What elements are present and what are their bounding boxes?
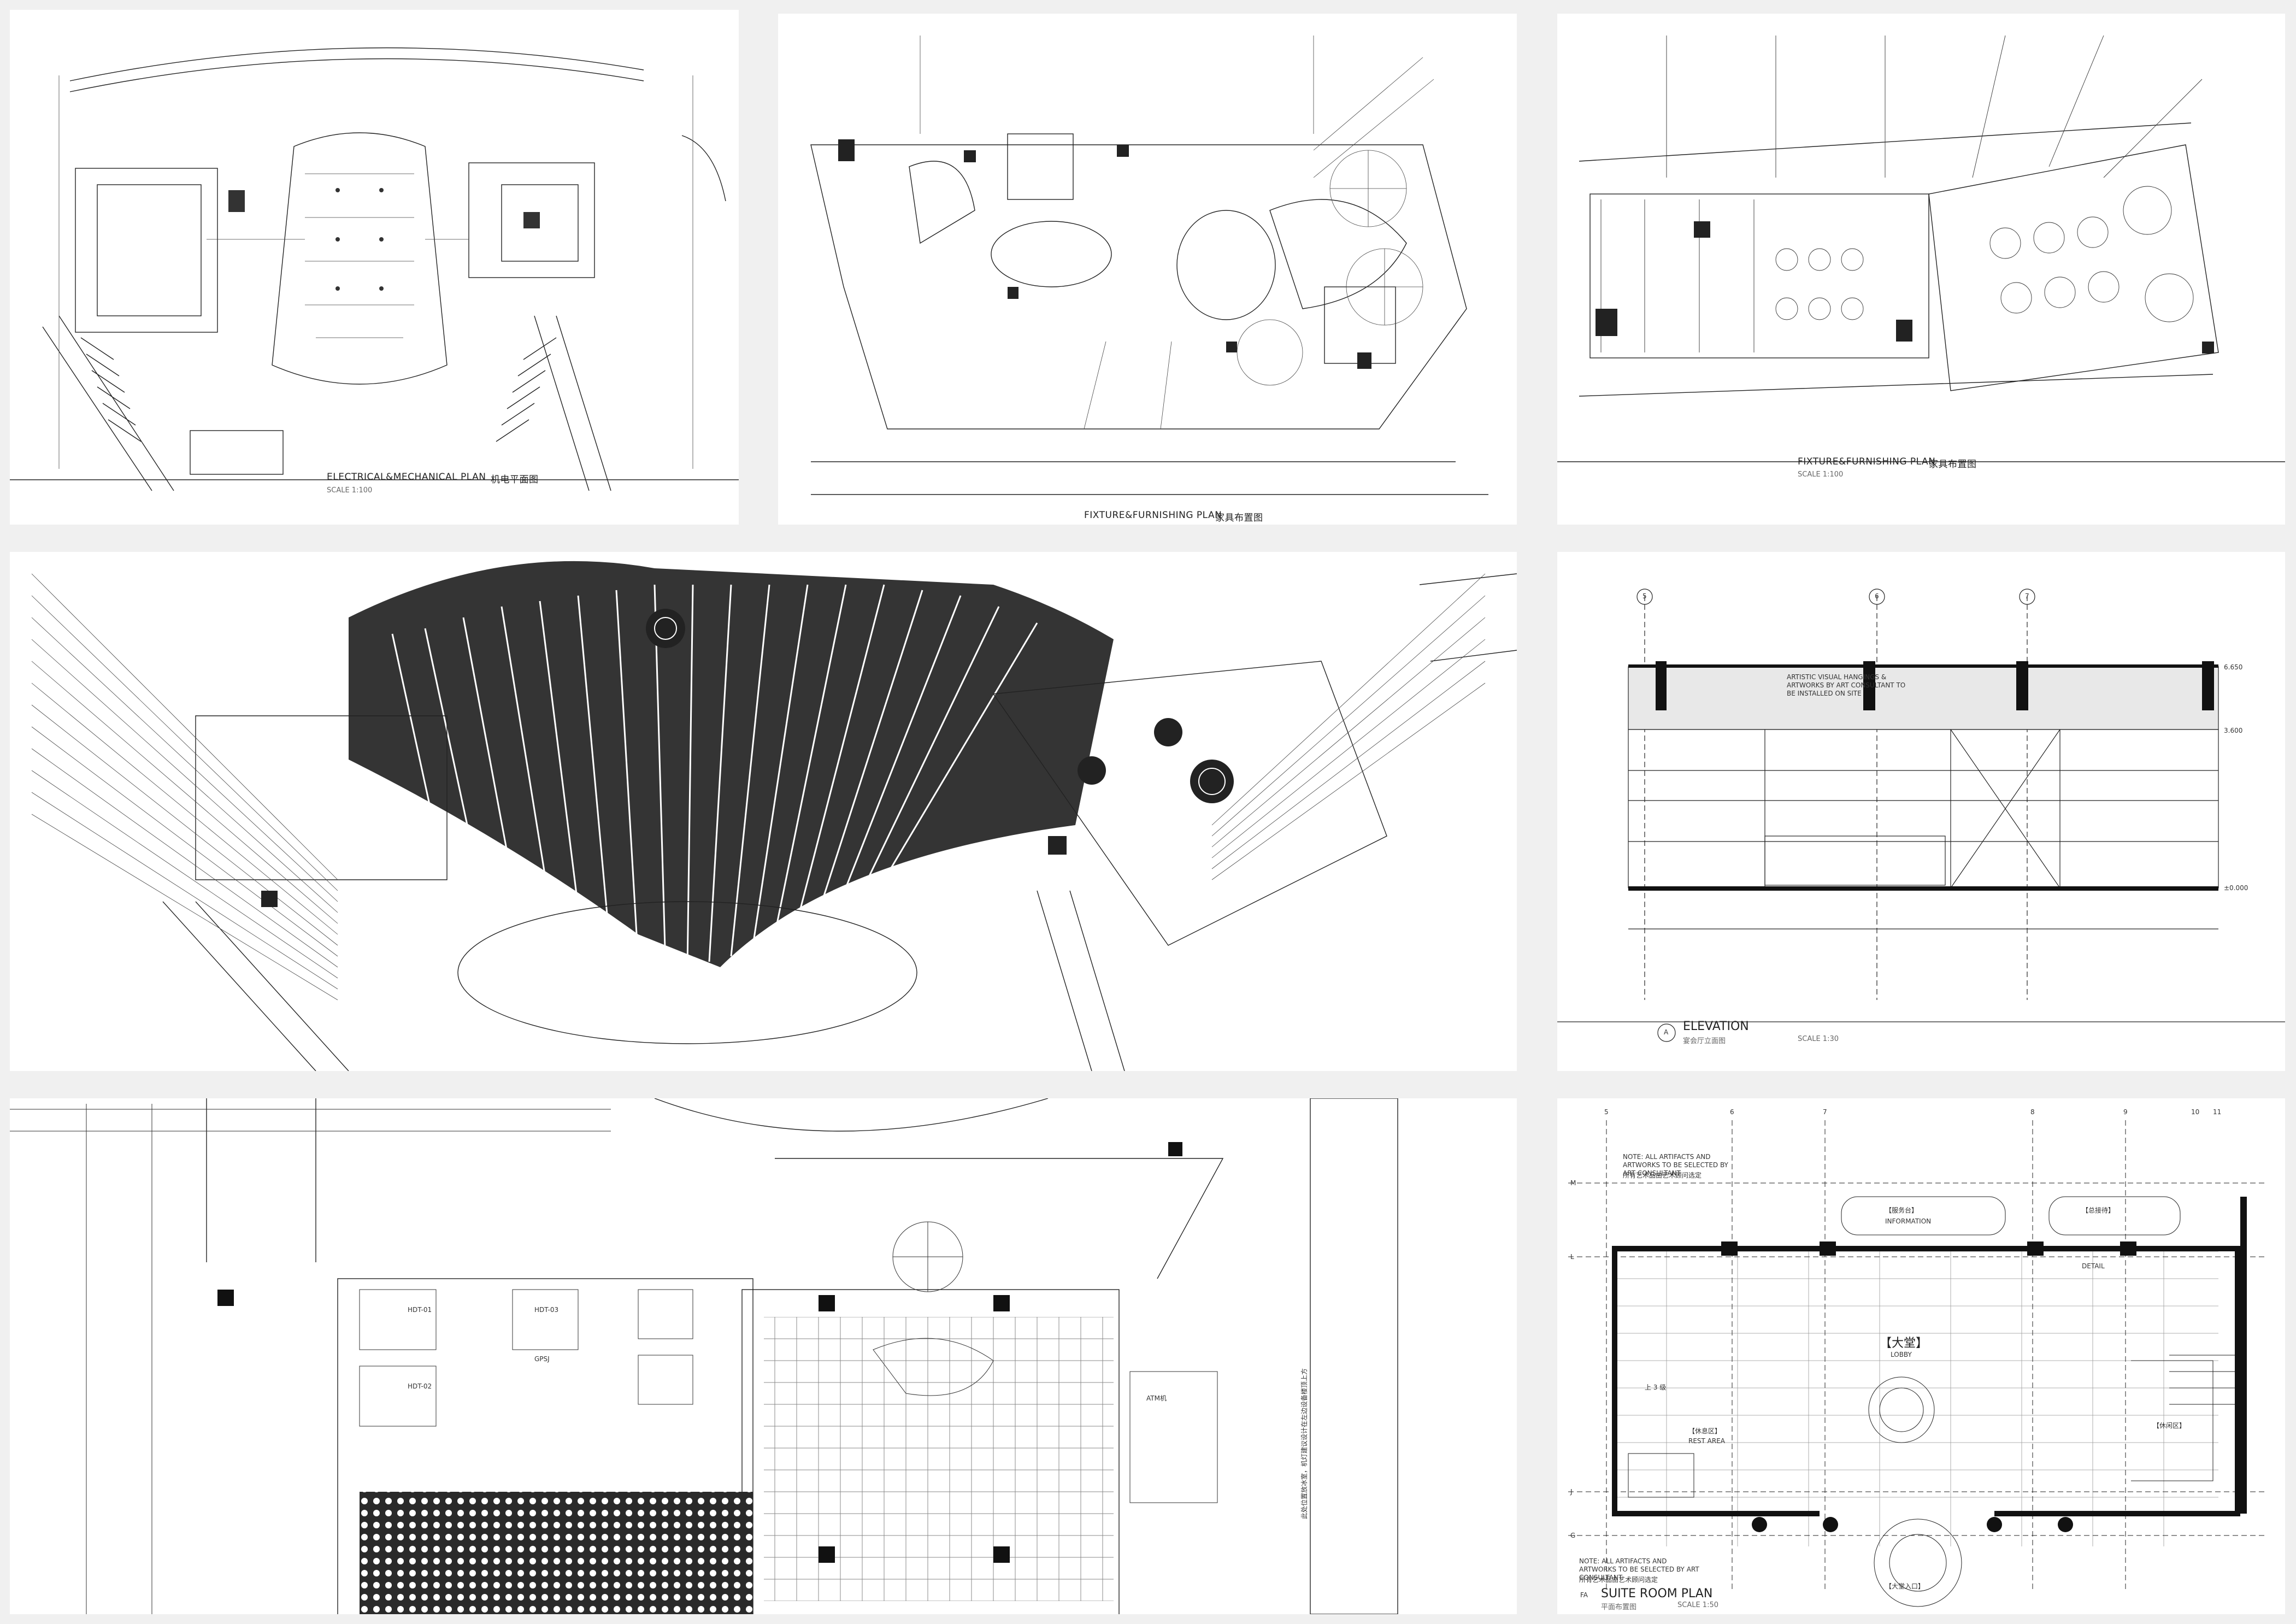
p7-grid-l: L bbox=[1570, 1253, 1574, 1261]
furnishing-plan-b-drawing bbox=[1557, 35, 2285, 462]
p3-caption-cn: 家具布置图 bbox=[1929, 459, 1977, 470]
p3-caption-en: FIXTURE&FURNISHING PLAN bbox=[1798, 456, 1936, 467]
p7-grid-11: 11 bbox=[2213, 1108, 2222, 1116]
panel-suite-room-plan: 5 6 7 8 9 10 11 M L J G NOTE: ALL ARTIFA… bbox=[1557, 1098, 2285, 1614]
p1-scale: SCALE 1:100 bbox=[327, 486, 373, 495]
p6-room-hdt03: HDT-03 bbox=[534, 1306, 559, 1314]
p2-caption-en: FIXTURE&FURNISHING PLAN bbox=[1084, 510, 1222, 521]
lobby-plan-drawing bbox=[10, 1098, 1398, 1614]
p5-section-marker: A bbox=[1664, 1028, 1669, 1036]
p7-room-rest-en: REST AREA bbox=[1688, 1437, 1726, 1445]
p7-room-info: INFORMATION bbox=[1885, 1217, 1932, 1225]
p5-grid-7: 7 bbox=[2025, 592, 2029, 600]
p7-steps: 上 3 级 bbox=[1645, 1384, 1667, 1391]
suite-room-plan-drawing bbox=[1568, 1120, 2268, 1607]
p6-room-hdt02: HDT-02 bbox=[408, 1382, 432, 1390]
p7-title-cn: 平面布置图 bbox=[1601, 1603, 1637, 1611]
p6-room-atm: ATM机 bbox=[1146, 1394, 1167, 1402]
p7-scale: SCALE 1:50 bbox=[1677, 1601, 1719, 1609]
p7-grid-7: 7 bbox=[1823, 1108, 1827, 1116]
p1-caption-cn: 机电平面图 bbox=[491, 474, 539, 485]
p7-room-lounge: 【休闲区】 bbox=[2153, 1422, 2186, 1429]
p6-note: 此处位置放冰室，机灯建议设计在左边设备楼顶上方 bbox=[1300, 1368, 1308, 1519]
p1-caption-en: ELECTRICAL&MECHANICAL PLAN bbox=[327, 472, 486, 483]
p5-title-en: ELEVATION bbox=[1683, 1020, 1749, 1033]
p7-plan-marker: FA bbox=[1580, 1591, 1588, 1599]
panel-furnishing-plan-b: FIXTURE&FURNISHING PLAN 家具布置图 SCALE 1:10… bbox=[1557, 14, 2285, 525]
p7-note-top: NOTE: ALL ARTIFACTS AND ARTWORKS TO BE S… bbox=[1623, 1153, 1728, 1177]
p7-grid-5: 5 bbox=[1604, 1108, 1609, 1116]
p3-scale: SCALE 1:100 bbox=[1798, 470, 1844, 479]
p7-title-en: SUITE ROOM PLAN bbox=[1601, 1587, 1713, 1601]
p5-title-cn: 宴会厅立面图 bbox=[1683, 1037, 1726, 1045]
panel-lobby-plan: HDT-01 HDT-02 HDT-03 GPSJ ATM机 此处位置放冰室，机… bbox=[10, 1098, 1517, 1614]
p7-room-service: 【服务台】 bbox=[1885, 1207, 1918, 1214]
p7-note-bottom: NOTE: ALL ARTIFACTS AND ARTWORKS TO BE S… bbox=[1579, 1557, 1699, 1581]
p7-room-entrance: 【大堂入口】 bbox=[1885, 1582, 1925, 1590]
p5-grid-5: 5 bbox=[1642, 592, 1647, 600]
elevation-drawing bbox=[1557, 589, 2285, 1042]
p5-note: ARTISTIC VISUAL HANGINGS & ARTWORKS BY A… bbox=[1787, 673, 1906, 697]
p7-grid-m: M bbox=[1570, 1179, 1576, 1187]
p5-level-top: 6.650 bbox=[2224, 663, 2243, 671]
p7-detail: DETAIL bbox=[2082, 1262, 2105, 1270]
p6-room-hdt01: HDT-01 bbox=[408, 1306, 432, 1314]
p2-caption-cn: 家具布置图 bbox=[1215, 513, 1263, 523]
p7-grid-10: 10 bbox=[2191, 1108, 2200, 1116]
p7-room-lobby-cn: 【大堂】 bbox=[1880, 1337, 1928, 1350]
panel-electrical-plan: ELECTRICAL&MECHANICAL PLAN 机电平面图 SCALE 1… bbox=[10, 10, 739, 525]
p5-grid-6: 6 bbox=[1875, 592, 1879, 600]
furnishing-plan-a-drawing bbox=[810, 36, 1488, 495]
p6-room-gpsj: GPSJ bbox=[534, 1355, 550, 1363]
p5-level-floor: ±0.000 bbox=[2224, 884, 2248, 892]
p7-grid-j: J bbox=[1570, 1488, 1573, 1496]
p7-room-rest: 【休息区】 bbox=[1688, 1427, 1722, 1435]
dense-floor-plan-drawing bbox=[31, 561, 1517, 1071]
electrical-plan-drawing bbox=[10, 47, 739, 491]
p7-room-lobby-en: LOBBY bbox=[1891, 1351, 1912, 1358]
p7-grid-9: 9 bbox=[2123, 1108, 2128, 1116]
panel-dense-floor-plan bbox=[10, 552, 1517, 1071]
panel-furnishing-plan-a: FIXTURE&FURNISHING PLAN 家具布置图 bbox=[778, 14, 1517, 525]
p7-room-reception: 【总接待】 bbox=[2082, 1207, 2115, 1214]
p7-grid-8: 8 bbox=[2030, 1108, 2035, 1116]
p7-grid-6: 6 bbox=[1730, 1108, 1734, 1116]
p5-scale: SCALE 1:30 bbox=[1798, 1035, 1839, 1043]
p7-note-top-cn: 所有艺术品由艺术顾问选定 bbox=[1623, 1172, 1702, 1179]
panel-elevation: 5 6 7 ARTISTIC VISUAL HANGINGS & ARTWORK… bbox=[1557, 552, 2285, 1071]
p7-grid-g: G bbox=[1570, 1532, 1576, 1539]
p5-level-mid: 3.600 bbox=[2224, 727, 2243, 734]
p7-note-bottom-cn: 所有艺术品由艺术顾问选定 bbox=[1579, 1576, 1658, 1584]
